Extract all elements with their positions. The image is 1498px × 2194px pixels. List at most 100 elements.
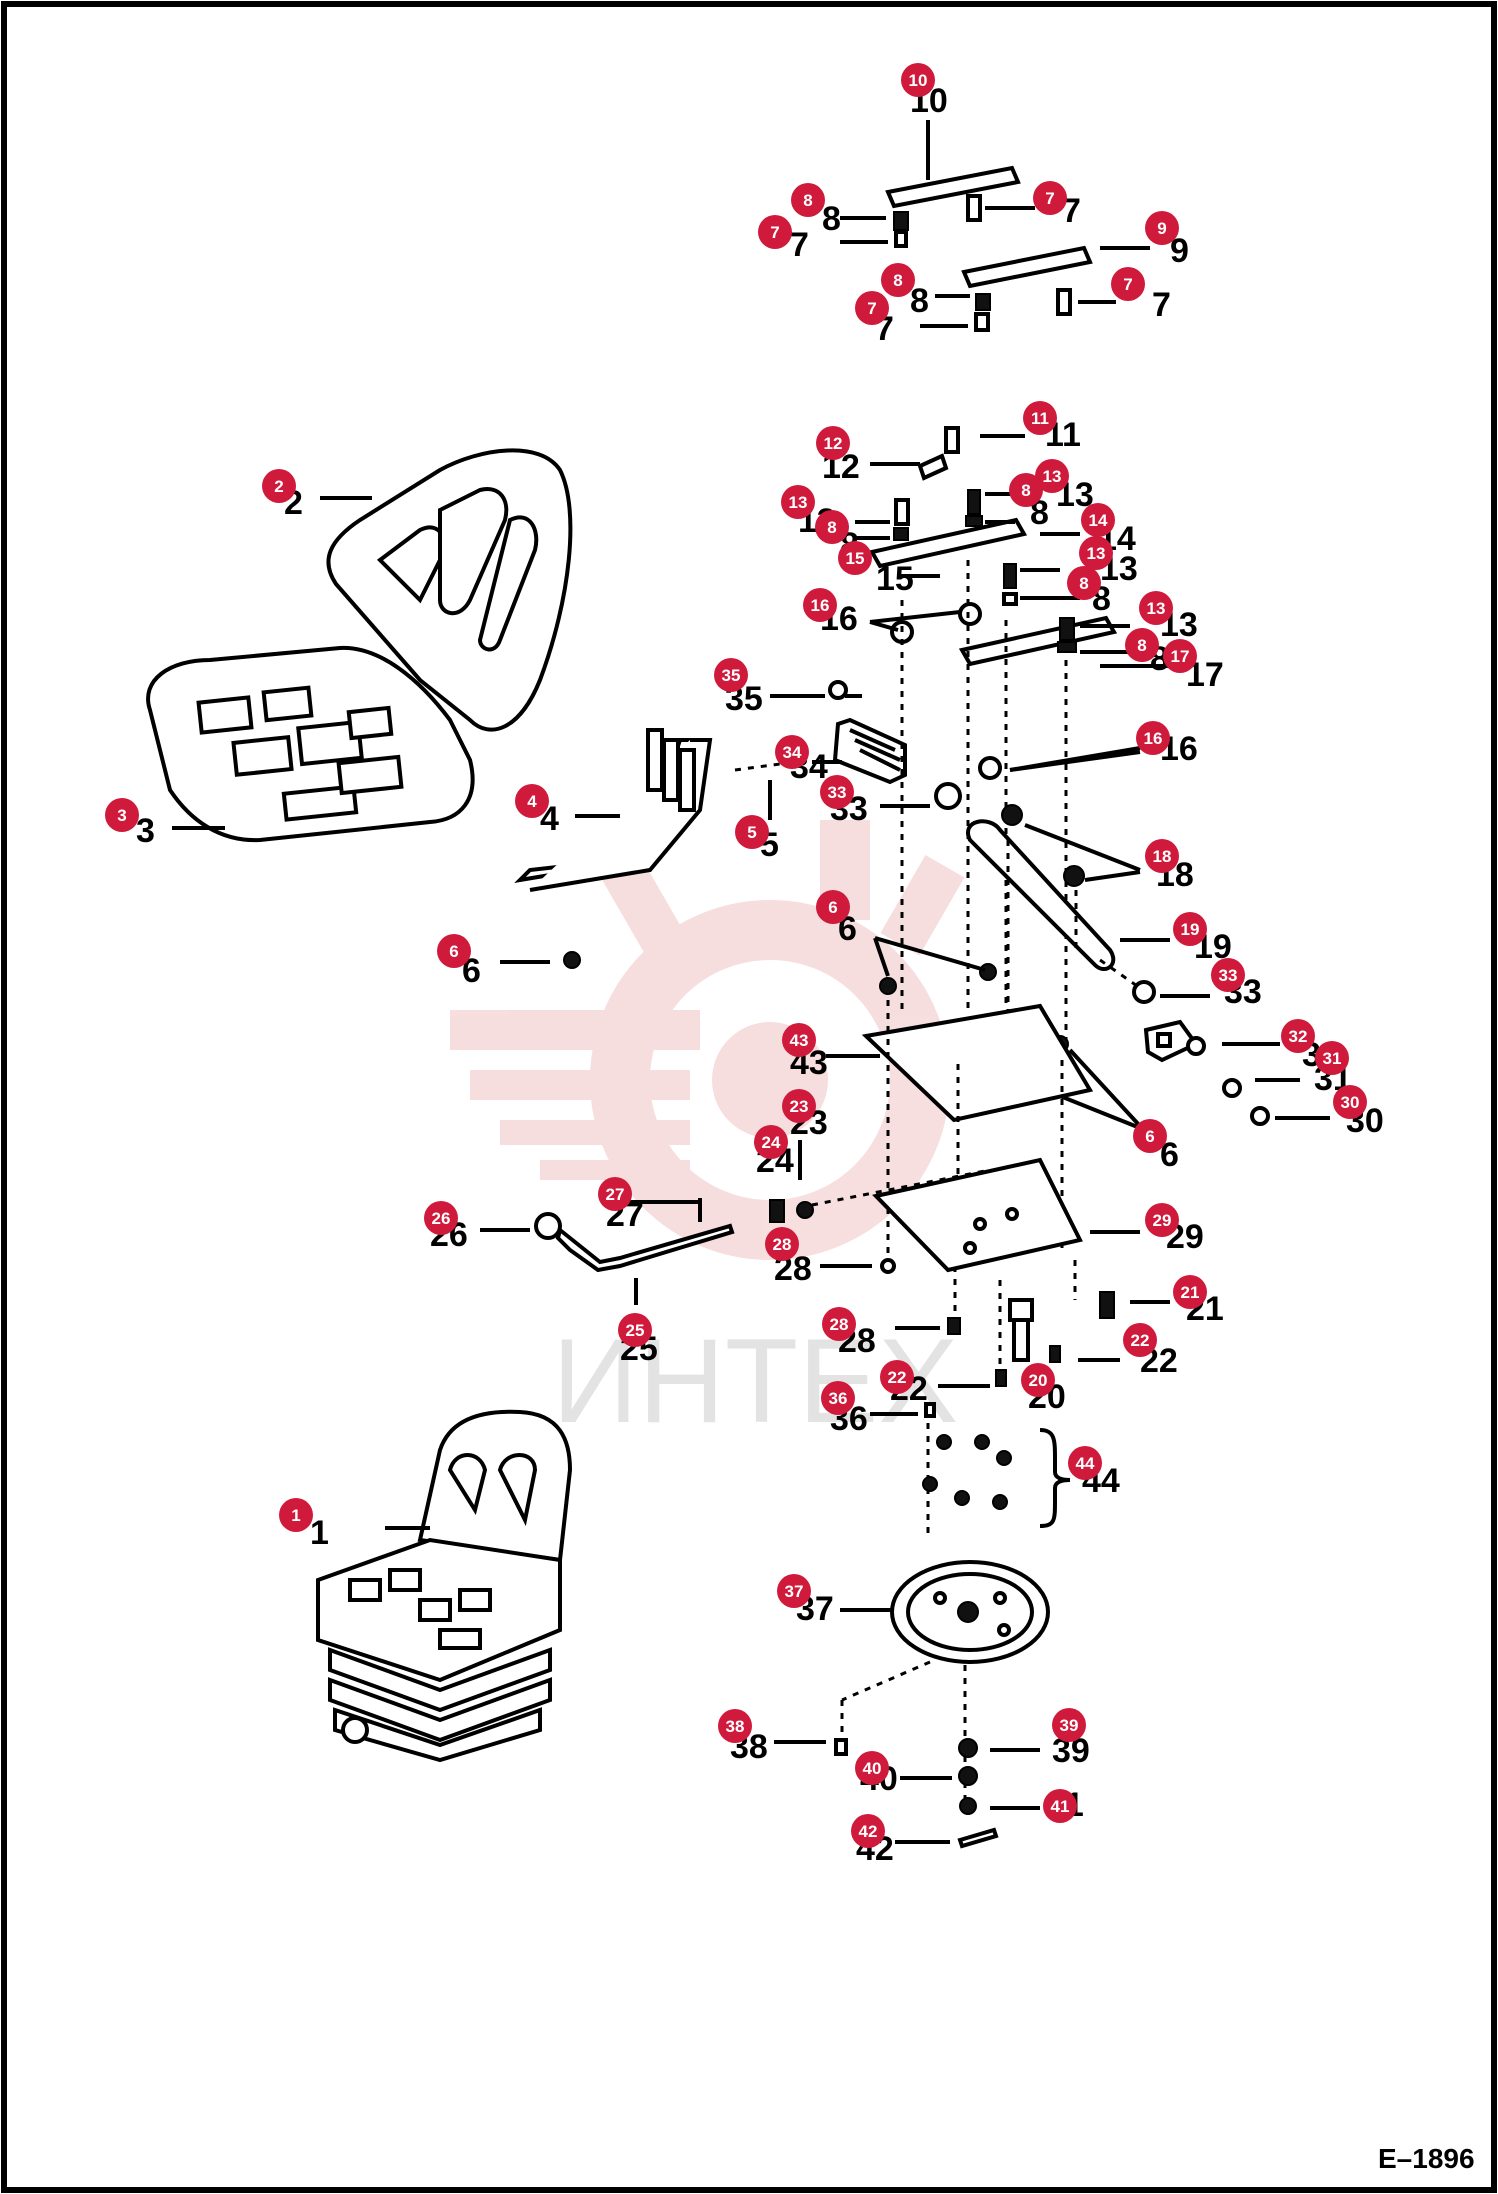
callout-badge-circle[interactable] bbox=[855, 291, 889, 325]
callout-badge-8[interactable]: 8 bbox=[1009, 473, 1043, 507]
callout-badge-circle[interactable] bbox=[424, 1201, 458, 1235]
callout-badge-circle[interactable] bbox=[105, 798, 139, 832]
callout-badge-circle[interactable] bbox=[1125, 628, 1159, 662]
callout-badge-40[interactable]: 40 bbox=[855, 1751, 889, 1785]
callout-badge-circle[interactable] bbox=[1043, 1789, 1077, 1823]
callout-badge-38[interactable]: 38 bbox=[718, 1709, 752, 1743]
callout-badge-19[interactable]: 19 bbox=[1173, 912, 1207, 946]
callout-badge-22[interactable]: 22 bbox=[1123, 1323, 1157, 1357]
callout-badge-circle[interactable] bbox=[1068, 1446, 1102, 1480]
callout-badge-circle[interactable] bbox=[880, 1360, 914, 1394]
callout-badge-circle[interactable] bbox=[1111, 267, 1145, 301]
callout-badge-circle[interactable] bbox=[782, 1089, 816, 1123]
callout-badge-circle[interactable] bbox=[279, 1498, 313, 1532]
callout-badge-circle[interactable] bbox=[1079, 536, 1113, 570]
callout-badge-circle[interactable] bbox=[1136, 721, 1170, 755]
callout-badge-circle[interactable] bbox=[1173, 912, 1207, 946]
callout-badge-circle[interactable] bbox=[765, 1227, 799, 1261]
callout-badge-8[interactable]: 8 bbox=[881, 263, 915, 297]
callout-badge-16[interactable]: 16 bbox=[803, 588, 837, 622]
callout-badge-circle[interactable] bbox=[758, 215, 792, 249]
callout-badge-14[interactable]: 14 bbox=[1081, 503, 1115, 537]
callout-badge-circle[interactable] bbox=[851, 1814, 885, 1848]
callout-badge-circle[interactable] bbox=[1021, 1363, 1055, 1397]
callout-badge-circle[interactable] bbox=[822, 1307, 856, 1341]
callout-badge-8[interactable]: 8 bbox=[1067, 566, 1101, 600]
callout-badge-circle[interactable] bbox=[1211, 958, 1245, 992]
callout-badge-circle[interactable] bbox=[515, 784, 549, 818]
callout-badge-8[interactable]: 8 bbox=[791, 183, 825, 217]
callout-badge-7[interactable]: 7 bbox=[1033, 181, 1067, 215]
callout-badge-circle[interactable] bbox=[775, 735, 809, 769]
callout-badge-2[interactable]: 2 bbox=[262, 469, 296, 503]
callout-badge-16[interactable]: 16 bbox=[1136, 721, 1170, 755]
callout-badge-4[interactable]: 4 bbox=[515, 784, 549, 818]
callout-badge-circle[interactable] bbox=[782, 1023, 816, 1057]
callout-badge-circle[interactable] bbox=[437, 934, 471, 968]
callout-badge-43[interactable]: 43 bbox=[782, 1023, 816, 1057]
callout-badge-circle[interactable] bbox=[1033, 181, 1067, 215]
callout-badge-circle[interactable] bbox=[821, 1381, 855, 1415]
callout-badge-circle[interactable] bbox=[855, 1751, 889, 1785]
callout-badge-circle[interactable] bbox=[815, 510, 849, 544]
callout-badge-circle[interactable] bbox=[1145, 1203, 1179, 1237]
callout-badge-circle[interactable] bbox=[1173, 1275, 1207, 1309]
callout-badge-17[interactable]: 17 bbox=[1163, 639, 1197, 673]
callout-badge-6[interactable]: 6 bbox=[816, 890, 850, 924]
callout-badge-circle[interactable] bbox=[735, 815, 769, 849]
callout-badge-1[interactable]: 1 bbox=[279, 1498, 313, 1532]
callout-badge-circle[interactable] bbox=[1163, 639, 1197, 673]
callout-badge-8[interactable]: 8 bbox=[1125, 628, 1159, 662]
callout-badge-circle[interactable] bbox=[1123, 1323, 1157, 1357]
callout-badge-circle[interactable] bbox=[1009, 473, 1043, 507]
callout-badge-44[interactable]: 44 bbox=[1068, 1446, 1102, 1480]
callout-badge-circle[interactable] bbox=[1081, 503, 1115, 537]
callout-badge-circle[interactable] bbox=[1067, 566, 1101, 600]
callout-badge-circle[interactable] bbox=[838, 541, 872, 575]
callout-badge-36[interactable]: 36 bbox=[821, 1381, 855, 1415]
callout-badge-circle[interactable] bbox=[781, 485, 815, 519]
callout-badge-33[interactable]: 33 bbox=[820, 775, 854, 809]
callout-badge-42[interactable]: 42 bbox=[851, 1814, 885, 1848]
callout-badge-27[interactable]: 27 bbox=[598, 1177, 632, 1211]
callout-badge-25[interactable]: 25 bbox=[618, 1313, 652, 1347]
callout-badge-7[interactable]: 7 bbox=[758, 215, 792, 249]
callout-badge-circle[interactable] bbox=[803, 588, 837, 622]
callout-badge-11[interactable]: 11 bbox=[1023, 401, 1057, 435]
callout-badge-7[interactable]: 7 bbox=[855, 291, 889, 325]
callout-badge-circle[interactable] bbox=[816, 426, 850, 460]
callout-badge-circle[interactable] bbox=[1281, 1019, 1315, 1053]
callout-badge-34[interactable]: 34 bbox=[775, 735, 809, 769]
callout-badge-35[interactable]: 35 bbox=[714, 658, 748, 692]
callout-badge-41[interactable]: 41 bbox=[1043, 1789, 1077, 1823]
callout-badge-13[interactable]: 13 bbox=[781, 485, 815, 519]
callout-badge-30[interactable]: 30 bbox=[1333, 1085, 1367, 1119]
callout-badge-circle[interactable] bbox=[1145, 211, 1179, 245]
callout-badge-12[interactable]: 12 bbox=[816, 426, 850, 460]
callout-badge-29[interactable]: 29 bbox=[1145, 1203, 1179, 1237]
callout-badge-15[interactable]: 15 bbox=[838, 541, 872, 575]
callout-badge-circle[interactable] bbox=[1145, 839, 1179, 873]
callout-badge-circle[interactable] bbox=[718, 1709, 752, 1743]
callout-badge-6[interactable]: 6 bbox=[1133, 1119, 1167, 1153]
callout-badge-circle[interactable] bbox=[1023, 401, 1057, 435]
callout-badge-37[interactable]: 37 bbox=[777, 1574, 811, 1608]
callout-badge-13[interactable]: 13 bbox=[1079, 536, 1113, 570]
callout-badge-13[interactable]: 13 bbox=[1139, 591, 1173, 625]
callout-badge-circle[interactable] bbox=[901, 63, 935, 97]
callout-badge-32[interactable]: 32 bbox=[1281, 1019, 1315, 1053]
callout-badge-circle[interactable] bbox=[714, 658, 748, 692]
callout-badge-circle[interactable] bbox=[754, 1125, 788, 1159]
callout-badge-9[interactable]: 9 bbox=[1145, 211, 1179, 245]
callout-badge-28[interactable]: 28 bbox=[822, 1307, 856, 1341]
callout-badge-21[interactable]: 21 bbox=[1173, 1275, 1207, 1309]
callout-badge-28[interactable]: 28 bbox=[765, 1227, 799, 1261]
callout-badge-circle[interactable] bbox=[1052, 1708, 1086, 1742]
callout-badge-13[interactable]: 13 bbox=[1035, 459, 1069, 493]
callout-badge-18[interactable]: 18 bbox=[1145, 839, 1179, 873]
callout-badge-8[interactable]: 8 bbox=[815, 510, 849, 544]
callout-badge-circle[interactable] bbox=[262, 469, 296, 503]
callout-badge-3[interactable]: 3 bbox=[105, 798, 139, 832]
callout-badge-33[interactable]: 33 bbox=[1211, 958, 1245, 992]
callout-badge-circle[interactable] bbox=[618, 1313, 652, 1347]
